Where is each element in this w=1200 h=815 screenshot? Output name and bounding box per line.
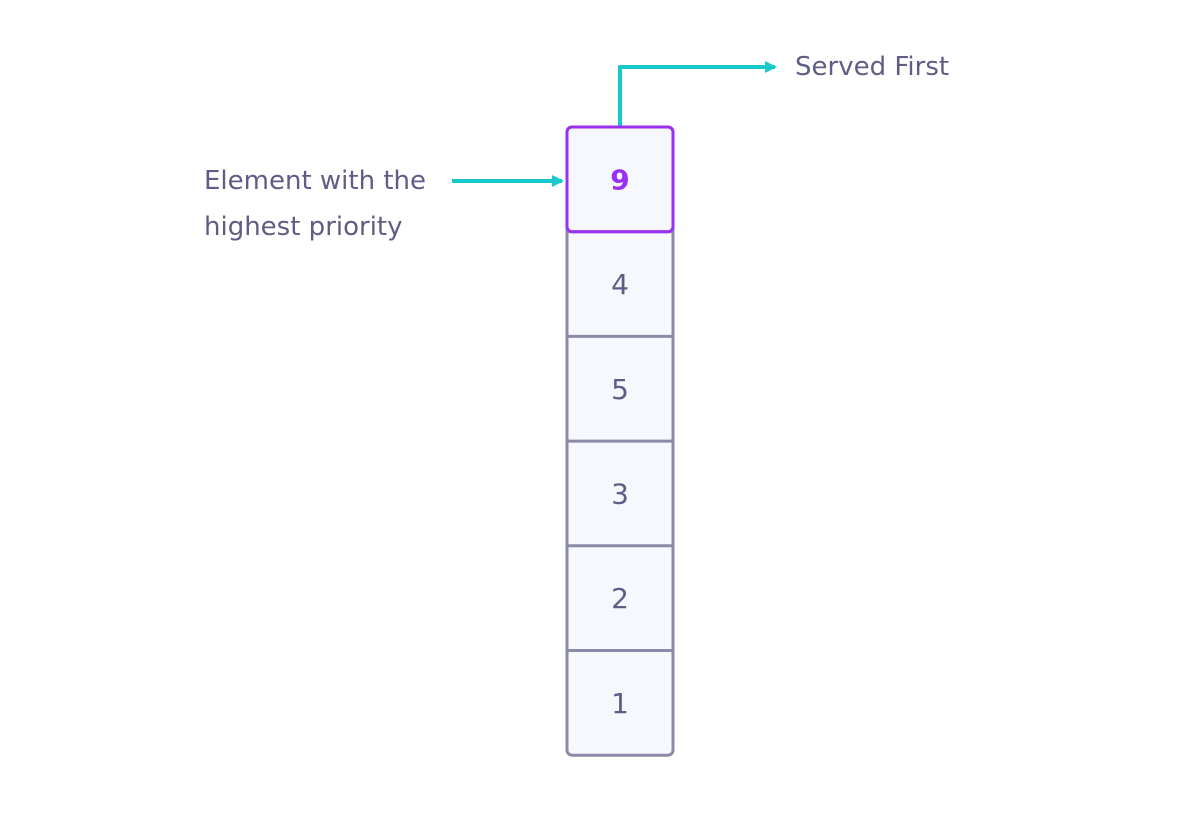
queue-cell: 9	[610, 163, 629, 196]
queue-cell: 3	[567, 439, 673, 510]
queue-cell: 5	[567, 334, 673, 406]
served-first-label: Served First	[795, 52, 950, 82]
queue-cell: 2	[567, 544, 673, 615]
queue-stack: 9 4 5 3 2 1	[565, 125, 675, 757]
served-first-arrow	[618, 61, 777, 127]
highest-priority-value: 9	[610, 163, 629, 196]
highlighted-cell-border	[565, 125, 675, 234]
highest-priority-label-line: Element with the	[204, 166, 427, 196]
queue-cell-value: 3	[611, 477, 629, 510]
highest-priority-label: Element with the highest priority	[204, 158, 426, 250]
queue-cell-value: 4	[611, 268, 629, 301]
queue-cell-value: 1	[611, 687, 629, 720]
queue-cell: 1	[567, 649, 673, 720]
highest-priority-label-line: highest priority	[204, 212, 403, 242]
queue-cell-value: 2	[611, 582, 629, 615]
queue-cell-value: 5	[611, 373, 629, 406]
